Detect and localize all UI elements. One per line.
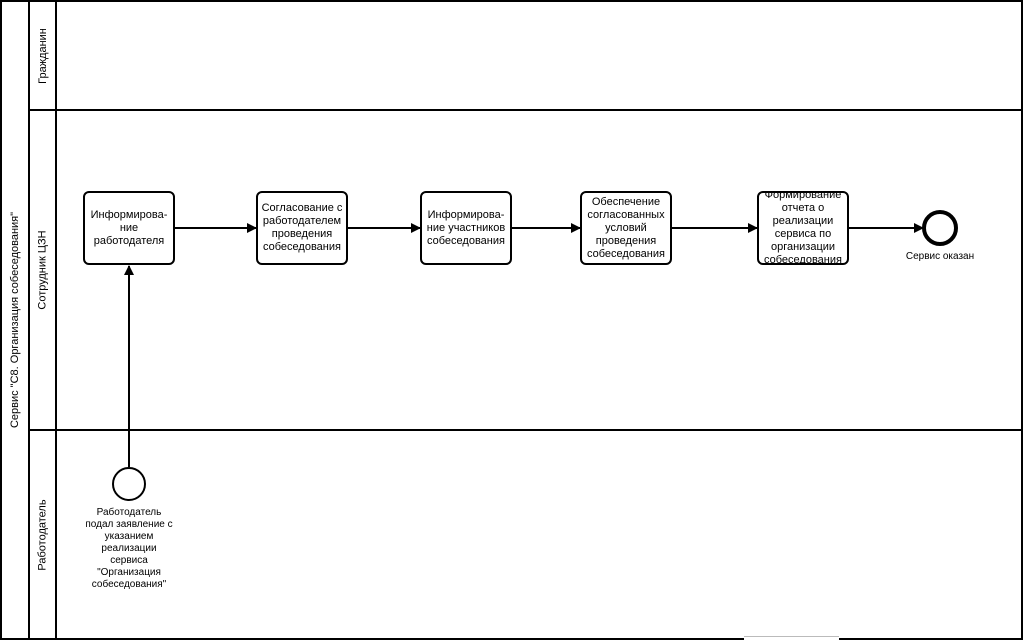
end-event-label: Сервис оказан [905,251,975,262]
start-event[interactable] [112,467,146,501]
pool-title-text: Сервис "С8. Организация собеседования" [9,211,22,429]
task-form-report[interactable]: Формирование отчета о реализации сервиса… [757,191,849,265]
footer-tab [744,636,839,644]
task-agree-with-employer[interactable]: Согласование с работодателем проведения … [256,191,348,265]
start-event-label: Работодатель подал заявление с указанием… [85,507,173,590]
task-provide-conditions[interactable]: Обеспечение согласованных условий провед… [580,191,672,265]
end-event[interactable] [922,210,958,246]
pool-title: Сервис "С8. Организация собеседования" [1,1,29,639]
task-inform-participants[interactable]: Информирова-ние участников собеседования [420,191,512,265]
task-inform-employer[interactable]: Информирова-ние работодателя [83,191,175,265]
lane-label-citizen: Гражданин [36,27,49,84]
lane-label-employer: Работодатель [36,498,49,571]
lane-label-czn-employee: Сотрудник ЦЗН [36,230,49,310]
